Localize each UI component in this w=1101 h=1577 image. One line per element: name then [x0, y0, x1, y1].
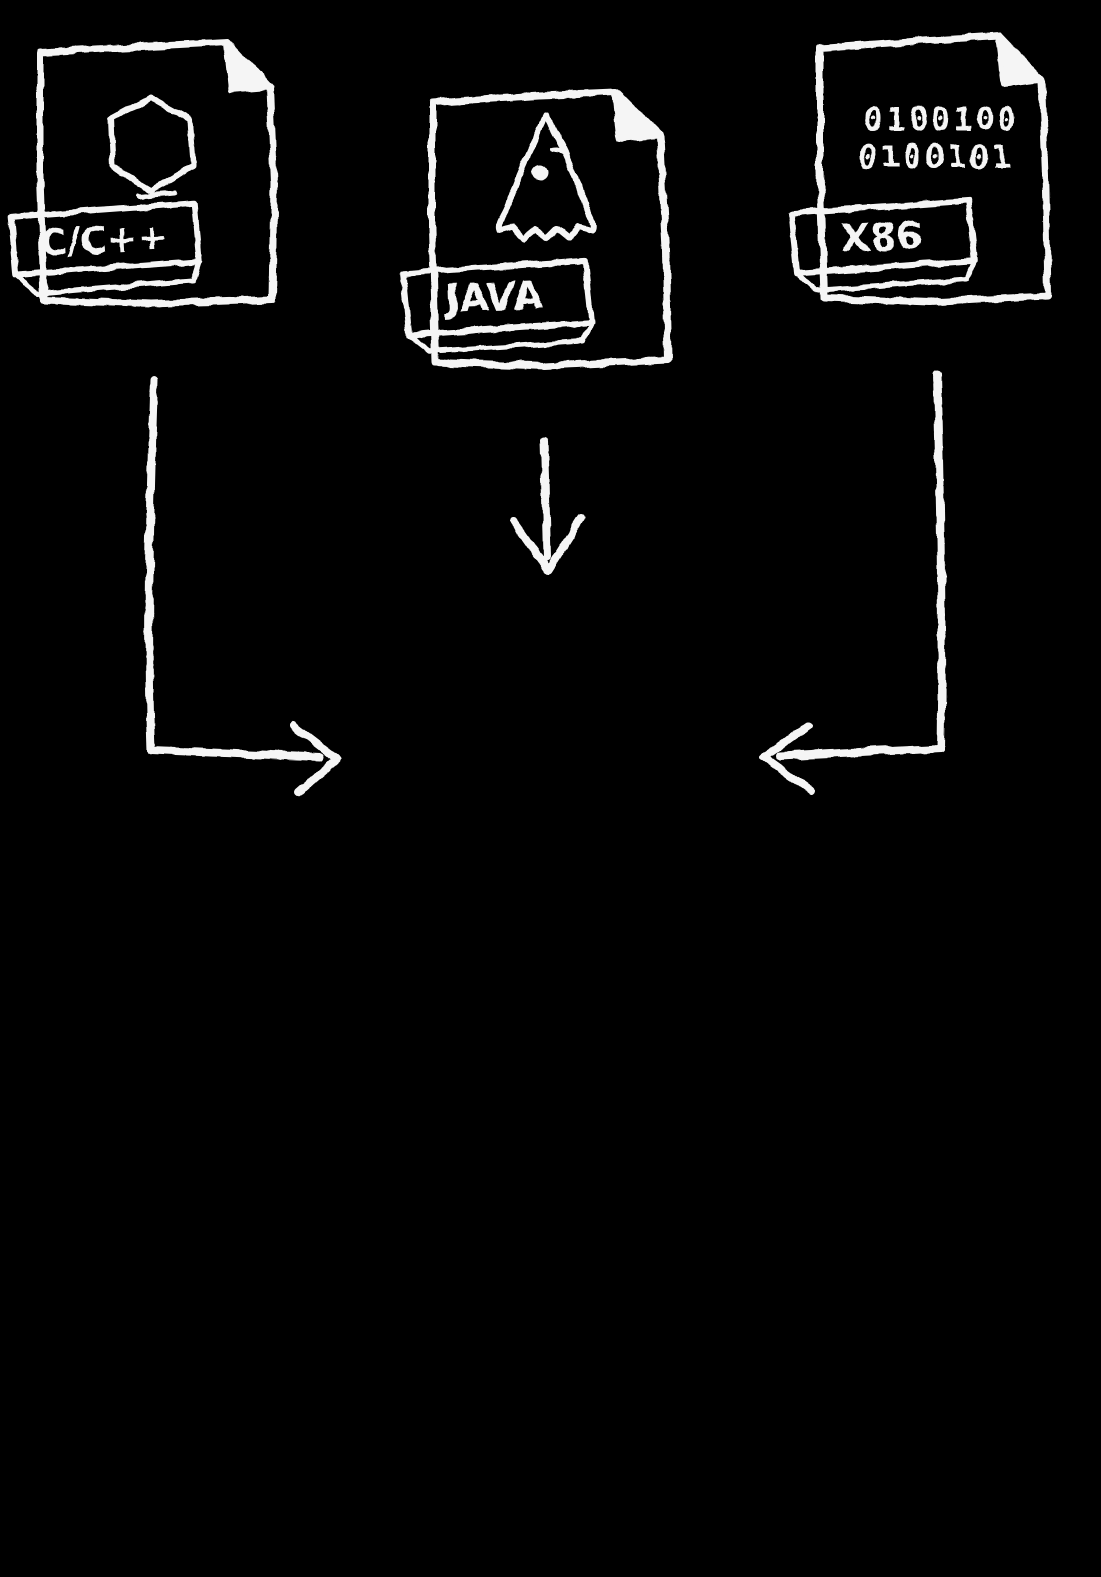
hexagon-icon [108, 95, 196, 193]
java-arrowhead-down-icon [510, 514, 585, 574]
cpp-label: C/C++ [40, 217, 168, 265]
x86-file-node: 0100100 0100101 X86 [788, 32, 1052, 306]
binary-digits-icon: 0100100 0100101 [858, 100, 1020, 176]
duke-eye [532, 164, 548, 180]
x86-document-outline [816, 32, 1052, 306]
binary-line-2: 0100101 [858, 138, 1014, 176]
java-to-center-arrow [510, 436, 585, 574]
java-file-node: JAVA [400, 88, 672, 370]
java-label-banner: JAVA [400, 257, 594, 354]
hexagon-underline [136, 190, 178, 199]
cpp-document-outline [36, 38, 278, 308]
cpp-arrow-line [145, 376, 324, 761]
java-banner-ribbon-fold [406, 320, 594, 354]
cpp-folded-corner-icon [223, 41, 271, 93]
diagram-drawing: C/C++ JAVA 0100100 0100101 [7, 32, 1052, 797]
x86-label-banner: X86 [788, 197, 978, 293]
java-label: JAVA [442, 273, 544, 320]
cpp-arrowhead-right-icon [290, 722, 341, 797]
x86-to-center-arrow [760, 370, 946, 794]
cpp-to-center-arrow [145, 376, 341, 797]
x86-banner-ribbon-fold [794, 258, 978, 293]
x86-arrowhead-left-icon [760, 722, 814, 794]
java-folded-corner-icon [611, 91, 661, 143]
cpp-label-banner: C/C++ [7, 200, 203, 296]
x86-arrow-line [776, 370, 946, 760]
java-arrow-line [540, 436, 551, 560]
java-document-outline [428, 88, 672, 370]
cpp-banner-ribbon-fold [13, 258, 202, 296]
diagram-arrows [145, 370, 946, 797]
x86-folded-corner-icon [995, 35, 1043, 87]
cpp-file-node: C/C++ [7, 38, 278, 308]
duke-nose-line [550, 147, 568, 160]
binary-line-1: 0100100 [864, 100, 1020, 138]
duke-mascot-icon [496, 113, 596, 243]
duke-body-outline [496, 113, 596, 243]
x86-label: X86 [840, 214, 924, 261]
